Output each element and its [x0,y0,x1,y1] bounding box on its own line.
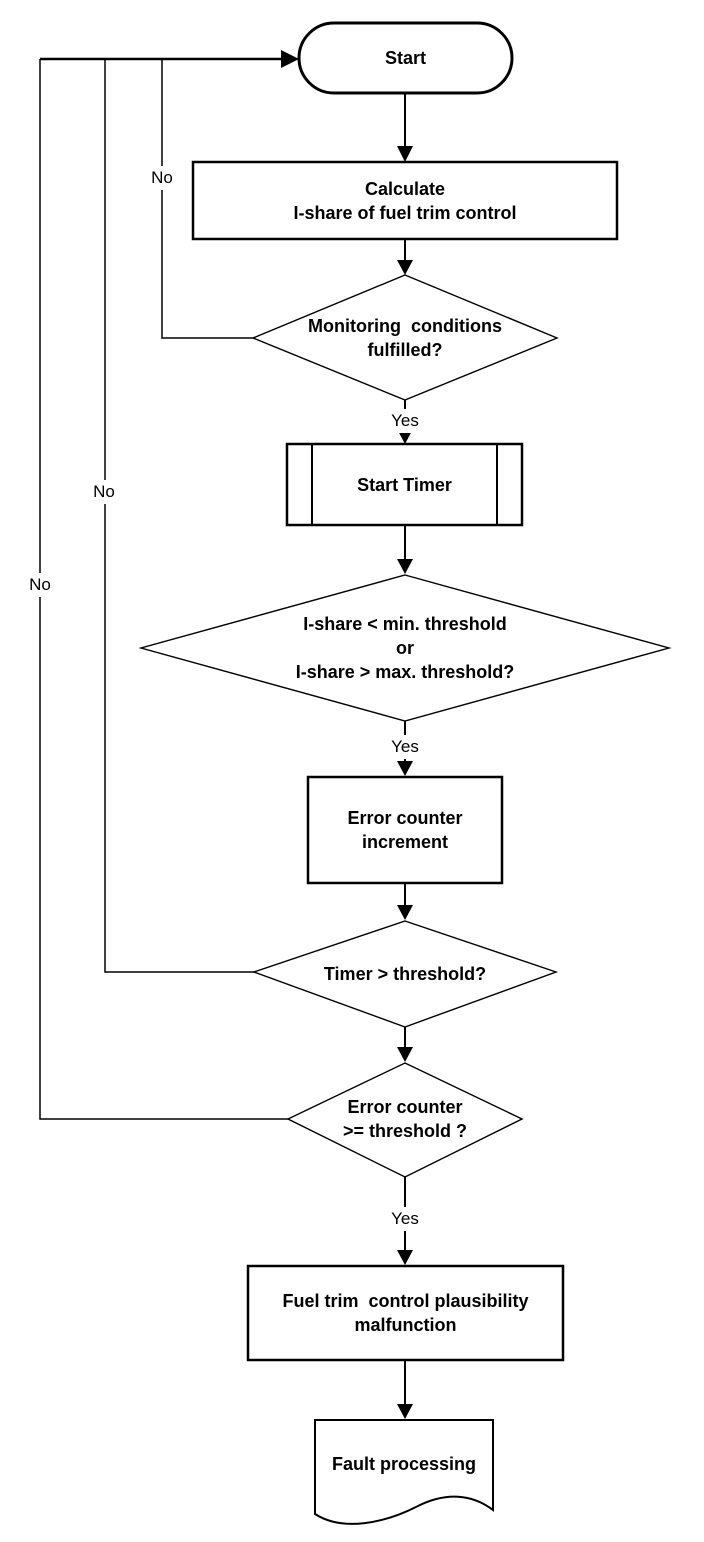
return-line-error-counter-no [39,59,288,1120]
ishare-threshold-label: I-share < min. threshold or I-share > ma… [295,614,515,682]
arrowhead-error-increment [397,761,413,776]
start-timer-label: Start Timer [357,474,452,495]
edge-label-error-counter-no: No [23,573,57,597]
fault-processing-label: Fault processing [331,1454,477,1474]
start-label: Start [384,48,426,68]
timer-threshold-label: Timer > threshold? [323,964,487,984]
calculate-node-shape [191,160,619,241]
return-line-timer-no [104,59,254,973]
arrowhead-timer-threshold [397,905,413,920]
error-counter-increment-label: Error counter increment [347,808,463,852]
arrowhead-monitoring [397,260,413,275]
edge-label-monitoring-yes: Yes [383,409,427,433]
arrowhead-fault-processing [397,1404,413,1419]
calculate-label: Calculate I-share of fuel trim control [293,178,517,223]
monitoring-conditions-label: Monitoring conditions fulfilled? [308,316,502,360]
edge-label-ishare-yes: Yes [383,735,427,759]
malfunction-label: Fuel trim control plausibility malfuncti… [282,1291,529,1335]
arrowhead-error-threshold [397,1047,413,1062]
arrowhead-calculate [397,146,413,162]
arrowhead-into-start [281,50,299,68]
edge-label-error-counter-yes: Yes [383,1207,427,1231]
return-line-monitoring-no [161,59,253,339]
error-increment-node-shape [306,775,504,885]
fault-processing-node-shape [314,1419,494,1525]
edge-label-timer-no: No [87,480,121,504]
arrowhead-malfunction [397,1250,413,1265]
arrowhead-ishare [397,559,413,574]
edge-label-monitoring-no: No [145,166,179,190]
error-counter-threshold-label: Error counter >= threshold ? [342,1097,468,1141]
malfunction-node-shape [246,1264,565,1362]
